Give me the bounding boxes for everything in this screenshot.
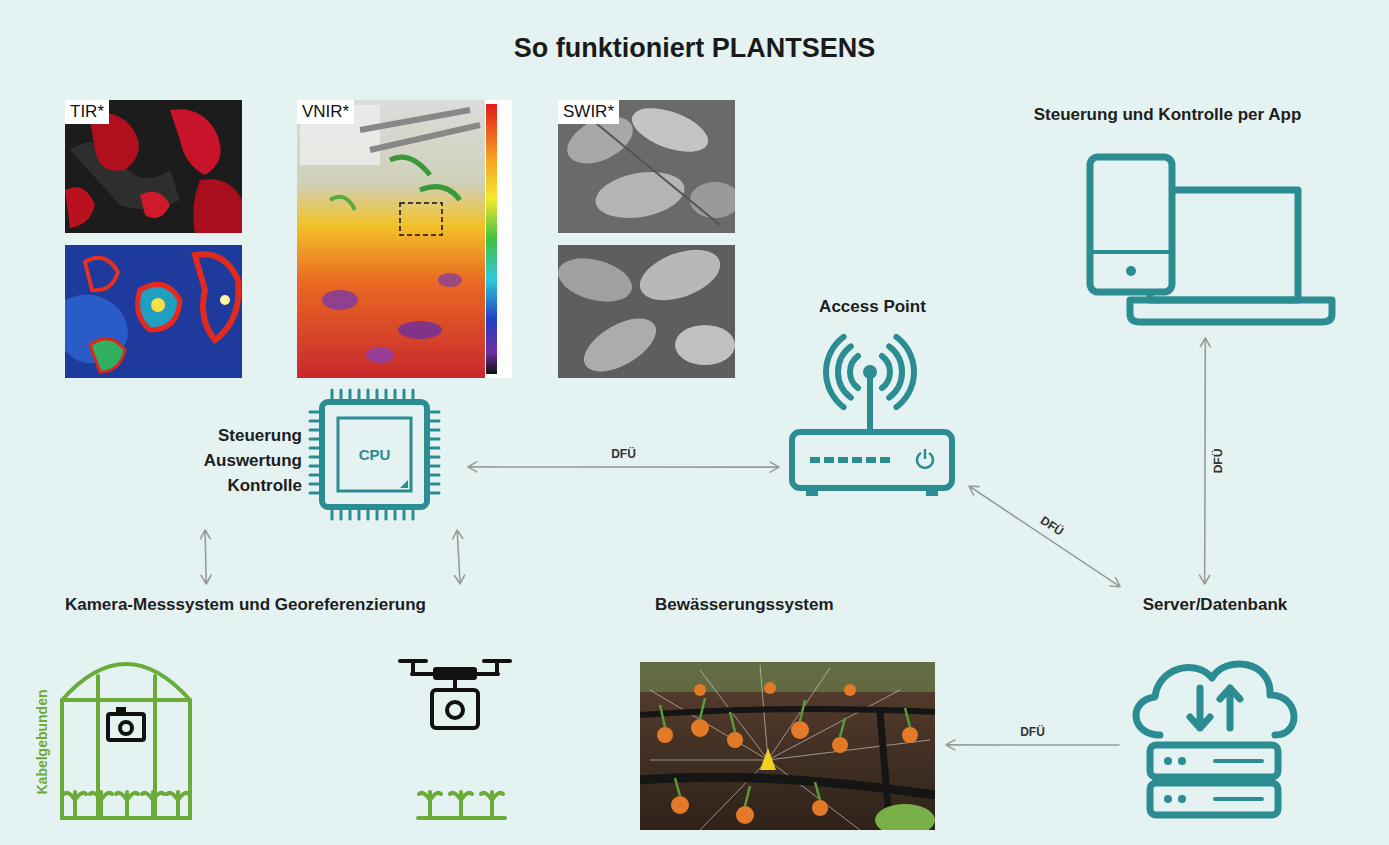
server-database: Server/Datenbank <box>1125 590 1309 820</box>
node-heading: Bewässerungssystem <box>655 594 935 616</box>
access-point: Access Point <box>785 292 964 497</box>
data-link-arrow <box>1200 338 1211 584</box>
diagram-title: So funktioniert PLANTSENS <box>0 33 1389 64</box>
app-devices: Steuerung und Kontrolle per App <box>985 100 1354 332</box>
link-label: DFÜ <box>609 447 638 461</box>
image-tag: SWIR* <box>558 100 619 124</box>
data-link-arrow <box>969 486 1120 587</box>
irrigation-system: Bewässerungssystem <box>635 590 940 832</box>
node-heading: Kamera-Messsystem und Georeferenzierung <box>65 594 535 616</box>
link-label: DFÜ <box>1036 512 1068 540</box>
data-link-arrow <box>468 462 779 472</box>
camera-system: Kamera-Messsystem und Georeferenzierung <box>35 590 539 822</box>
cable-note: Kabelgebunden <box>34 689 50 794</box>
node-heading: Steuerung und Kontrolle per App <box>985 104 1350 126</box>
node-heading: Server/Datenbank <box>1125 594 1305 616</box>
node-heading: Steuerung Auswertung Kontrolle <box>180 423 302 498</box>
data-link-arrow <box>946 740 1119 750</box>
link-label: DFÜ <box>1018 725 1047 739</box>
data-link-arrow <box>453 530 465 584</box>
image-tag: VNIR* <box>297 100 354 124</box>
node-heading: Access Point <box>785 296 960 318</box>
cpu-chip: Steuerung Auswertung Kontrolle CPU <box>180 388 462 524</box>
data-link-arrow <box>200 530 211 584</box>
link-label: DFÜ <box>1211 447 1225 476</box>
image-tag: TIR* <box>65 100 109 124</box>
node-text: CPU <box>344 444 405 466</box>
